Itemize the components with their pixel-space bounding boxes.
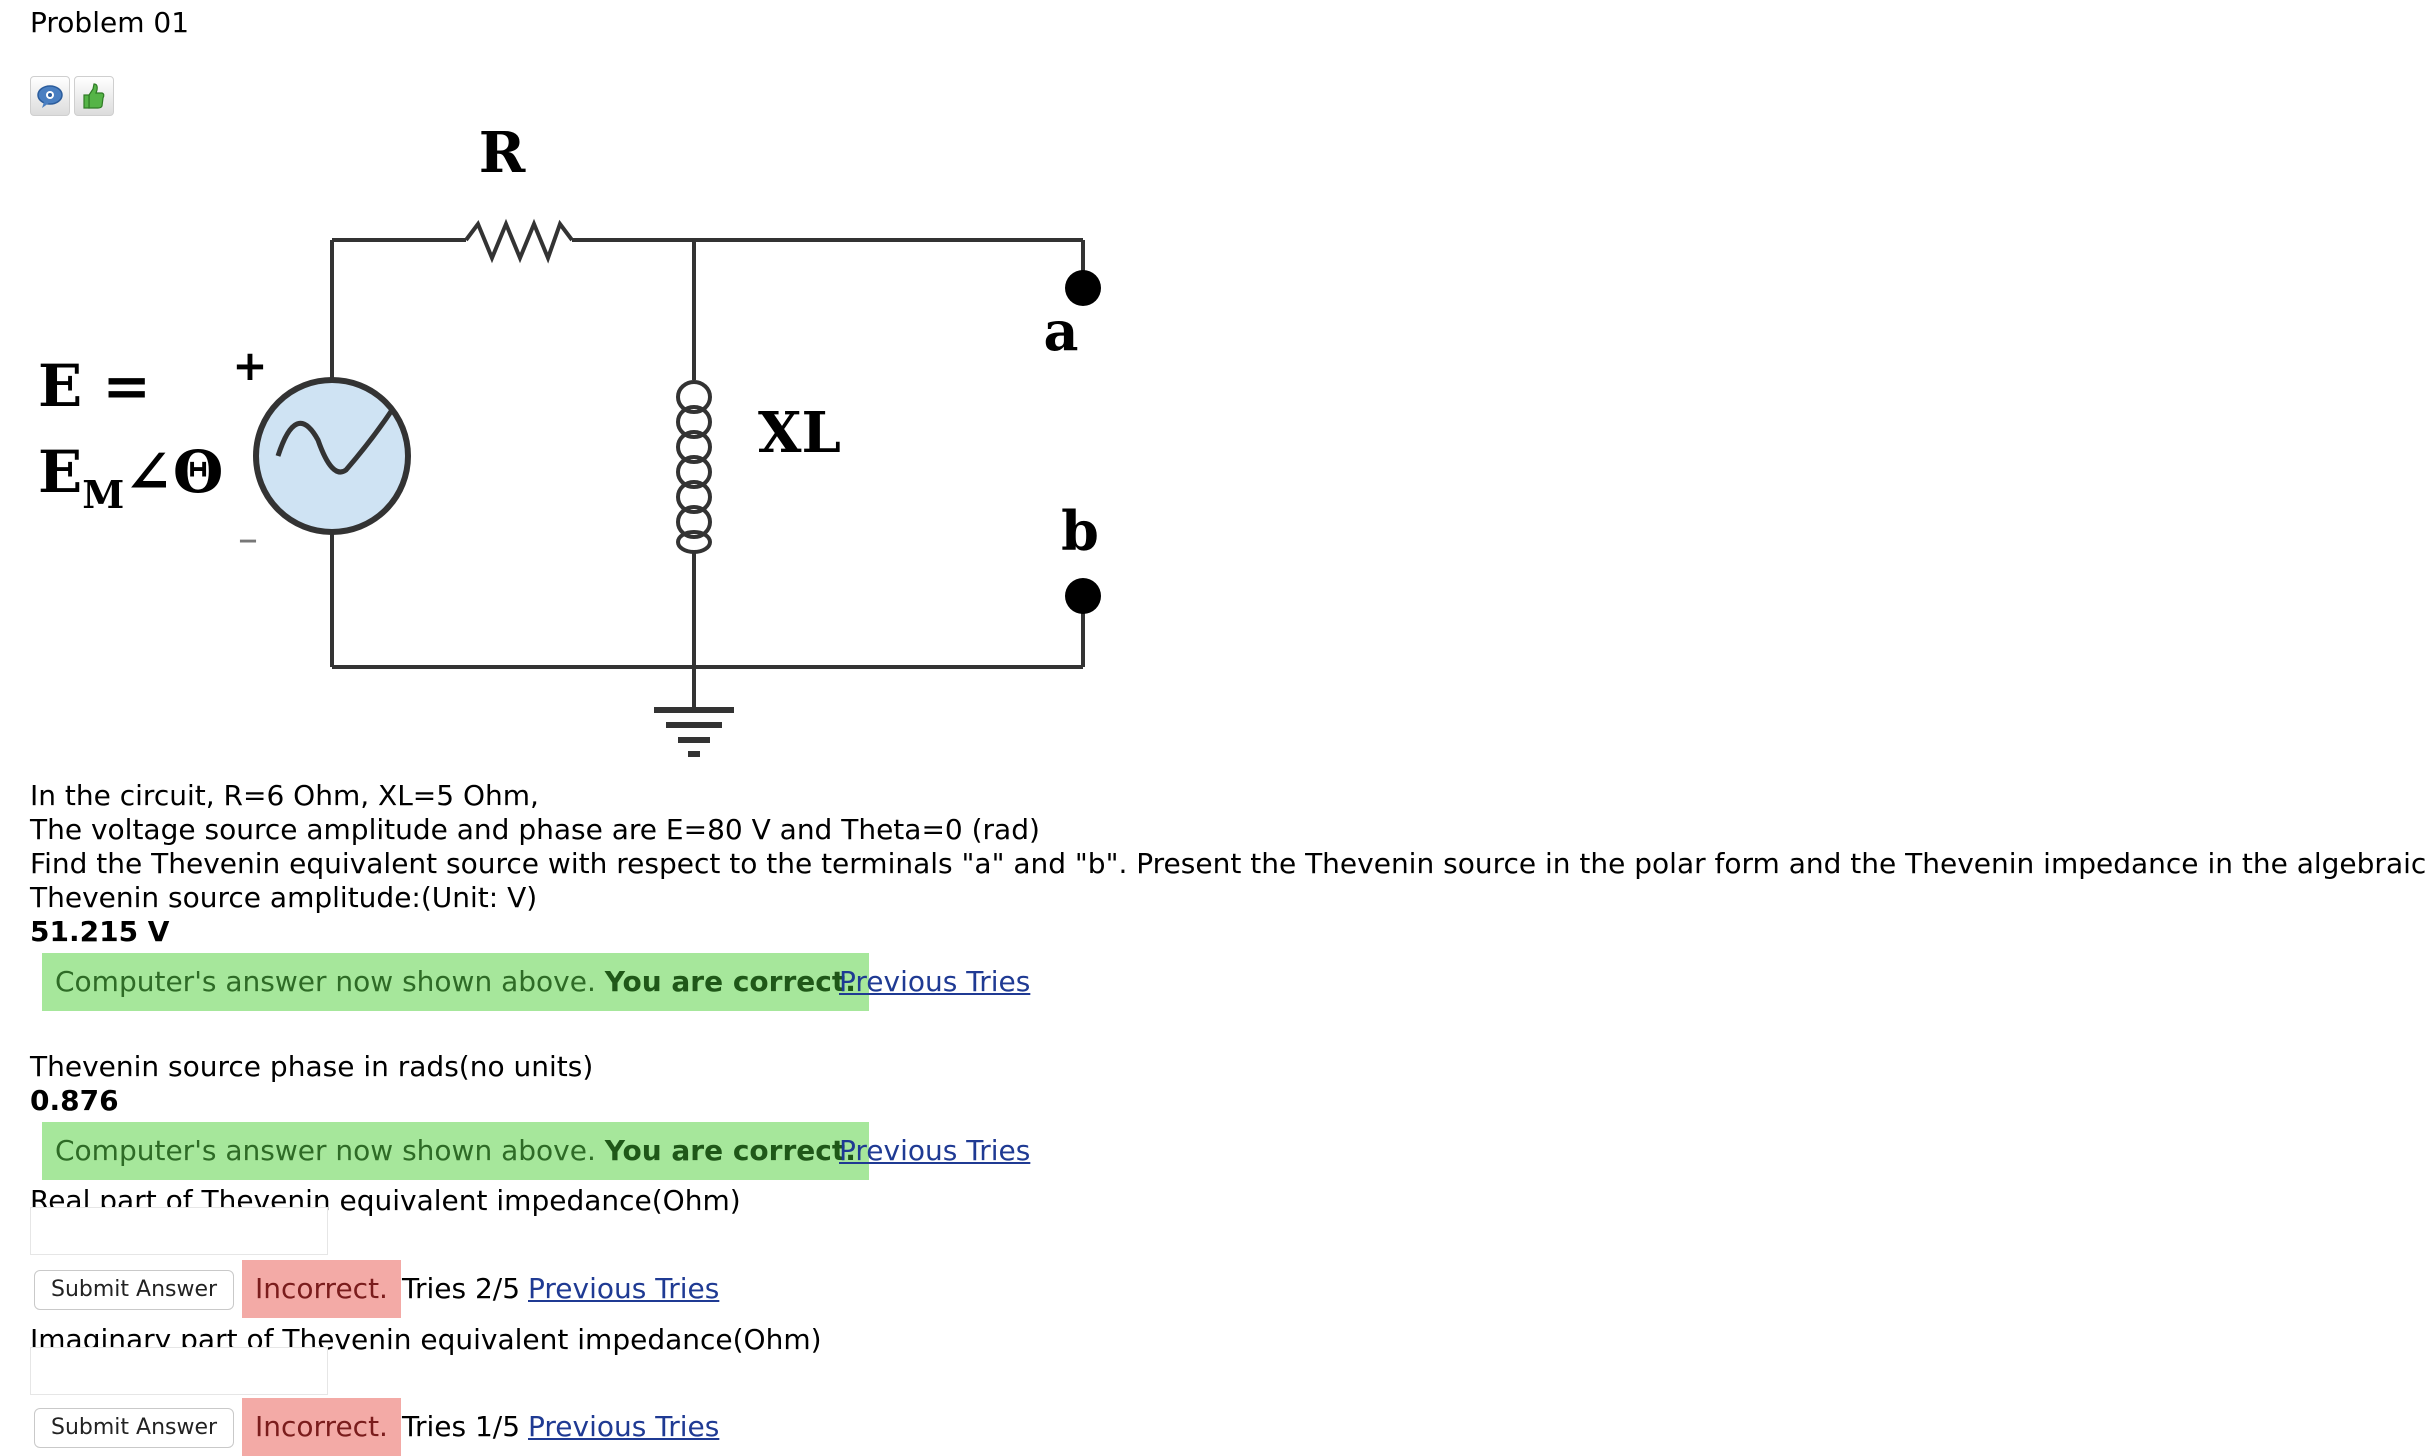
terminal-a-label: a — [1044, 299, 1079, 363]
part4-previous-tries-link[interactable]: Previous Tries — [528, 1410, 720, 1443]
resistor-label: R — [479, 120, 526, 186]
terminal-a-dot — [1065, 270, 1101, 306]
minus-sign: – — [238, 516, 258, 562]
help-bubble-icon — [37, 85, 63, 108]
problem-line-2: The voltage source amplitude and phase a… — [30, 813, 1040, 846]
resistor-symbol — [464, 218, 574, 264]
ac-source-symbol — [253, 377, 411, 535]
hint-icon[interactable] — [74, 76, 114, 116]
part3-incorrect-badge: Incorrect. — [242, 1260, 401, 1318]
part2-status-banner: Computer's answer now shown above. You a… — [42, 1122, 869, 1180]
part1-status-text: Computer's answer now shown above. — [55, 965, 596, 998]
part3-previous-tries-link[interactable]: Previous Tries — [528, 1272, 720, 1305]
inductor-label: XL — [758, 400, 841, 466]
part2-prompt: Thevenin source phase in rads(no units) — [30, 1050, 594, 1083]
part4-answer-input[interactable] — [30, 1347, 328, 1395]
part2-status-bold: You are correct. — [604, 1134, 856, 1167]
ground-symbol — [654, 707, 734, 757]
part3-tries-count: Tries 2/5 — [402, 1272, 521, 1305]
problem-line-3: Find the Thevenin equivalent source with… — [30, 847, 2428, 880]
part1-prompt: Thevenin source amplitude:(Unit: V) — [30, 881, 538, 914]
part4-tries-count: Tries 1/5 — [402, 1410, 521, 1443]
problem-title: Problem 01 — [30, 6, 190, 39]
inductor-symbol — [676, 380, 712, 554]
part1-answer: 51.215 V — [30, 915, 170, 948]
part1-status-banner: Computer's answer now shown above. You a… — [42, 953, 869, 1011]
part2-previous-tries-link[interactable]: Previous Tries — [839, 1134, 1031, 1167]
terminal-b-dot — [1065, 578, 1101, 614]
source-label-line2: EM∠Θ — [38, 438, 223, 517]
part2-status-text: Computer's answer now shown above. — [55, 1134, 596, 1167]
problem-line-1: In the circuit, R=6 Ohm, XL=5 Ohm, — [30, 779, 539, 812]
part3-submit-button[interactable]: Submit Answer — [34, 1270, 235, 1310]
circuit-wires — [330, 238, 1085, 710]
help-icon[interactable] — [30, 76, 70, 116]
part4-submit-button[interactable]: Submit Answer — [34, 1408, 235, 1448]
part4-incorrect-badge: Incorrect. — [242, 1398, 401, 1456]
plus-sign: + — [232, 341, 267, 390]
part1-previous-tries-link[interactable]: Previous Tries — [839, 965, 1031, 998]
part2-answer: 0.876 — [30, 1084, 119, 1117]
sine-wave — [275, 408, 395, 475]
thumbs-up-icon — [83, 83, 105, 109]
source-label-main: E — [38, 438, 82, 506]
source-label-angle: ∠Θ — [124, 438, 223, 506]
part1-status-bold: You are correct. — [604, 965, 856, 998]
circuit-diagram: R XL a b + – E = EM∠Θ — [38, 120, 1101, 757]
source-label-line1: E = — [38, 352, 151, 420]
terminal-b-label: b — [1061, 499, 1099, 563]
source-label-sub: M — [82, 472, 124, 517]
part3-answer-input[interactable] — [30, 1207, 328, 1255]
